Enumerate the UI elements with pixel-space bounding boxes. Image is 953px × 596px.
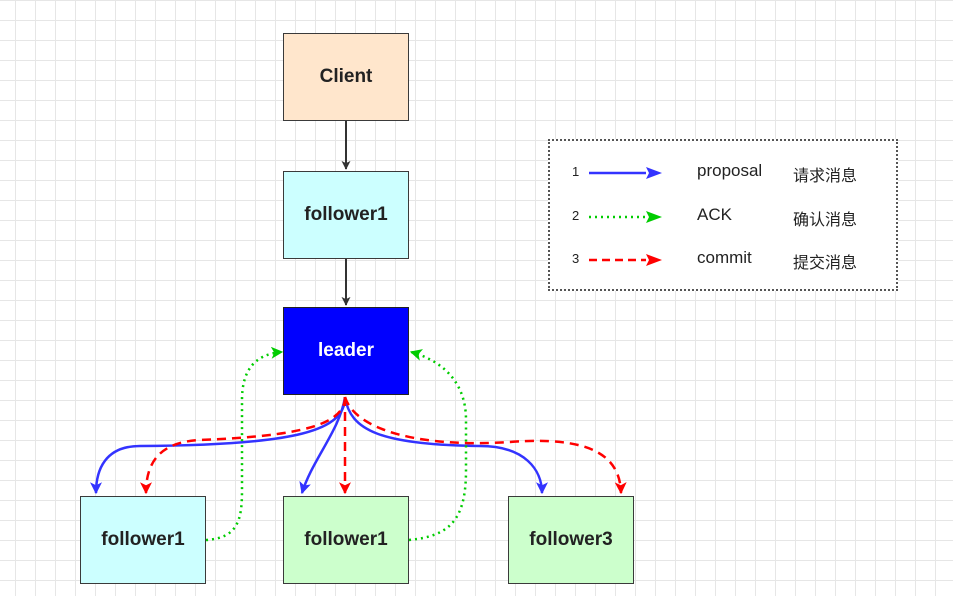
commit-edge-to-follower-right [343,396,627,495]
follower-left-label: follower1 [101,529,185,550]
follower-mid-node: follower1 [283,496,409,584]
client-node: Client [283,33,409,121]
legend-meaning: 请求消息 [793,166,858,185]
legend-meaning: 提交消息 [793,253,858,272]
follower-right-node: follower3 [508,496,634,584]
legend-number: 2 [572,208,580,223]
leader-node: leader [283,307,409,395]
legend-row-commit: 3 commit 提交消息 [550,245,896,273]
ack-line-sample [589,211,662,223]
ack-edge-from-follower-left [205,346,284,542]
commit-line-sample [589,254,662,266]
legend-number: 3 [572,251,580,266]
proposal-edge-to-follower-right [343,396,548,495]
follower-top-node: follower1 [283,171,409,259]
commit-edge-to-follower-left [140,396,347,495]
legend-name: commit [697,248,752,267]
follower-left-node: follower1 [80,496,206,584]
legend-box: 1 proposal 请求消息 2 ACK 确认消息 3 commit 提交消息 [548,139,898,291]
follower-right-label: follower3 [529,529,613,550]
proposal-edge-to-follower-left [90,396,347,495]
legend-meaning: 确认消息 [793,210,858,229]
follower-top-label: follower1 [304,204,388,225]
client-label: Client [319,66,373,87]
legend-name: proposal [697,161,763,180]
proposal-line-sample [589,167,662,179]
proposal-edge-to-follower-mid [299,396,347,495]
legend-number: 1 [572,164,580,179]
legend-name: ACK [697,205,732,224]
follower-mid-label: follower1 [304,529,388,550]
legend-row-proposal: 1 proposal 请求消息 [550,158,896,186]
leader-label: leader [318,340,374,361]
legend-row-ack: 2 ACK 确认消息 [550,202,896,230]
